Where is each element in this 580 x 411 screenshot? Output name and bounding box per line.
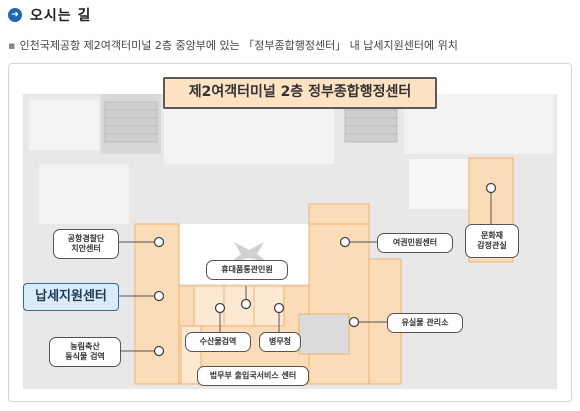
label-immigration: 법무부 출입국서비스 센터 <box>197 366 309 386</box>
building-block <box>29 100 99 150</box>
map-title: 제2여객터미널 2층 정부종합행정센터 <box>163 77 437 109</box>
label-passport-center: 여권민원센터 <box>377 233 453 253</box>
building-block <box>39 164 129 224</box>
label-lost-and-found: 유실물 관리소 <box>387 313 463 333</box>
label-airport-police: 공항경찰단 치안센터 <box>53 229 119 259</box>
section-title: 오시는 길 <box>30 8 92 24</box>
label-tax-support-center: 납세지원센터 <box>23 283 119 311</box>
description-text: 인천국제공항 제2여객터미널 2층 중앙부에 있는 「정부종합행정센터」 내 납… <box>19 39 458 52</box>
label-marine-quarantine: 수산물검역 <box>185 332 251 352</box>
escalator-left <box>104 101 158 143</box>
airplane-logo <box>231 242 267 262</box>
label-line: 농림축산 <box>70 342 100 351</box>
label-line: 감정관실 <box>477 241 507 250</box>
section-header: ➜ 오시는 길 <box>8 5 91 25</box>
label-cultural-appraisal: 문화재 감정관실 <box>465 224 519 258</box>
location-description: ▪인천국제공항 제2여객터미널 2층 중앙부에 있는 「정부종합행정센터」 내 … <box>8 37 458 53</box>
label-mobile-customs: 휴대품통관민원 <box>206 260 288 280</box>
arrow-right-circle-icon: ➜ <box>8 8 22 22</box>
label-line: 동식물 검역 <box>65 352 105 361</box>
location-markers <box>153 182 497 357</box>
label-line: 문화재 <box>480 231 504 240</box>
label-line: 치안센터 <box>71 244 101 253</box>
label-quarantine: 농림축산 동식물 검역 <box>49 337 121 367</box>
leader-lines <box>117 188 492 352</box>
building-block <box>409 159 469 209</box>
label-military-office: 병무청 <box>259 332 301 352</box>
label-line: 공항경찰단 <box>67 234 105 243</box>
bullet-icon: ▪ <box>8 39 16 52</box>
floor-map: 제2여객터미널 2층 정부종합행정센터 공항경찰단 치안센터 납세지원센터 농림… <box>8 63 572 402</box>
